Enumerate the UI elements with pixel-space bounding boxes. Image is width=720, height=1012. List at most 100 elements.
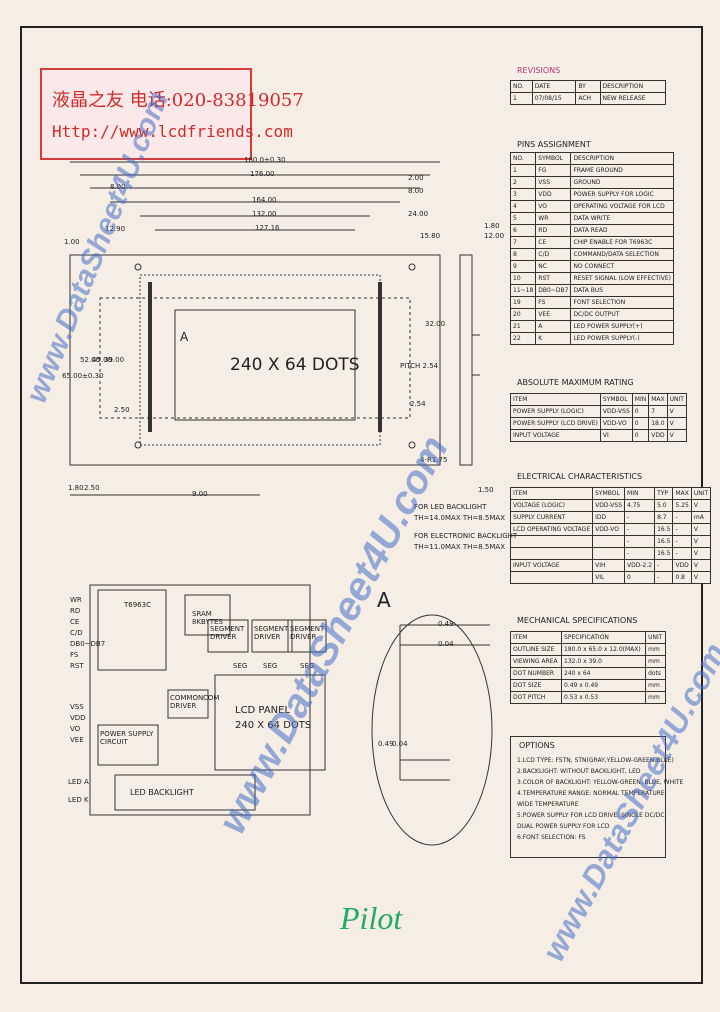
table-cell: DC/DC OUTPUT <box>570 308 675 321</box>
table-cell: 11~18 <box>509 284 537 297</box>
table-cell: VDD-2.2 <box>624 559 656 572</box>
table-header-cell: NO. <box>510 80 533 93</box>
dim-bottom-3: 9.00 <box>192 490 208 498</box>
bus-seg-1: SEG <box>233 662 248 670</box>
signal-label: VDD <box>70 714 86 722</box>
table-cell: 180.0 x 65.0 x 12.0(MAX) <box>561 643 647 656</box>
table-cell: IDD <box>592 511 626 524</box>
table-header-cell: TYP <box>654 487 674 500</box>
table-cell: 07/08/15 <box>531 92 577 105</box>
table-cell: 10 <box>509 272 537 285</box>
power-label: POWER SUPPLY CIRCUIT <box>100 730 154 746</box>
dim-top-2: 176.00 <box>250 170 275 178</box>
table-cell: NEW RELEASE <box>599 92 666 105</box>
detail-d2: 0.04 <box>438 640 454 648</box>
table-cell: mA <box>690 511 712 524</box>
options-box: OPTIONS 1.LCD TYPE: FSTN, STN(GRAY,YELLO… <box>510 736 683 858</box>
table-cell: CE <box>535 236 572 249</box>
table-cell: VDD <box>672 559 692 572</box>
table-header-cell: BY <box>575 80 601 93</box>
table-cell: POWER SUPPLY (LOGIC) <box>510 405 601 418</box>
table-cell: 4.75 <box>624 499 656 512</box>
table-cell: 19 <box>509 296 537 309</box>
detail-marker: A <box>180 330 189 344</box>
table-cell: - <box>624 511 656 524</box>
table-cell <box>592 535 626 548</box>
table-cell: - <box>672 535 692 548</box>
table-cell: DB0~DB7 <box>535 284 572 297</box>
table-cell: INPUT VOLTAGE <box>509 559 594 572</box>
table-cell: VI <box>599 429 633 442</box>
note-2: TH=14.0MAX TH=8.5MAX <box>414 514 505 522</box>
table-cell: C/D <box>535 248 572 261</box>
table-cell: 7 <box>509 236 537 249</box>
table-cell: 1 <box>509 164 537 177</box>
dot-hatch-right <box>378 282 382 432</box>
table-header-cell: SYMBOL <box>592 487 626 500</box>
note-3: FOR ELECTRONIC BACKLIGHT <box>414 532 518 540</box>
options-title: OPTIONS <box>519 741 555 750</box>
table-cell: NO CONNECT <box>570 260 675 273</box>
table-cell: 0 <box>631 417 650 430</box>
table-header-cell: MIN <box>631 393 650 406</box>
dim-top-5: 132.00 <box>252 210 277 218</box>
dot-matrix-label: 240 X 64 DOTS <box>230 355 360 375</box>
table-cell: 16.5 <box>654 547 674 560</box>
table-cell: OPERATING VOLTAGE FOR LCD <box>570 200 675 213</box>
dim-left-8: 2.50 <box>114 406 130 414</box>
dim-right-2: 8.00 <box>408 187 424 195</box>
dim-right-4: 1.80 <box>484 222 500 230</box>
table-cell: VDD <box>535 188 572 201</box>
table-cell: 16.5 <box>654 535 674 548</box>
table-cell: - <box>672 523 692 536</box>
pilot-logo: Pilot <box>340 900 402 937</box>
table-cell: VOLTAGE (LOGIC) <box>509 499 594 512</box>
table-cell: mm <box>645 679 666 692</box>
table-cell: SUPPLY CURRENT <box>509 511 594 524</box>
table-cell: 0 <box>631 405 650 418</box>
table-cell: V <box>690 535 712 548</box>
pcb-outline <box>69 254 441 466</box>
options-item: 4.TEMPERATURE RANGE: NORMAL TEMPERATURE <box>517 790 665 797</box>
signal-label: VEE <box>70 736 84 744</box>
dim-left-1: 1.00 <box>64 238 80 246</box>
table-cell: 1 <box>510 92 533 105</box>
table-header-cell: MAX <box>648 393 668 406</box>
bus-com: COM <box>203 694 220 702</box>
bus-seg-3: SEG <box>300 662 315 670</box>
signal-label: LED A <box>68 778 89 786</box>
dim-left-7: 2.54 <box>410 400 426 408</box>
table-header-cell: ITEM <box>509 487 594 500</box>
table-cell: 5 <box>509 212 537 225</box>
options-item: 6.FONT SELECTION: FS <box>517 834 586 841</box>
table-cell: 16.5 <box>654 523 674 536</box>
table-header-cell: DESCRIPTION <box>599 80 666 93</box>
signal-label: RD <box>70 607 81 615</box>
options-item: WIDE TEMPERATURE <box>517 801 579 808</box>
options-item: DUAL POWER SUPPLY FOR LCD <box>517 823 610 830</box>
dim-bottom-2: 2.50 <box>84 484 100 492</box>
table-cell: V <box>690 547 712 560</box>
table-cell: VDD-VSS <box>592 499 626 512</box>
table-cell: VDD <box>648 429 668 442</box>
table-cell: VDD-VO <box>599 417 633 430</box>
table-header-cell: MAX <box>672 487 692 500</box>
options-item: 2.BACKLIGHT: WITHOUT BACKLIGHT, LED <box>517 768 641 775</box>
table-cell: RESET SIGNAL (LOW EFFECTIVE) <box>570 272 675 285</box>
dim-top-1: 180.0±0.30 <box>244 156 286 164</box>
table-cell: INPUT VOLTAGE <box>510 429 601 442</box>
